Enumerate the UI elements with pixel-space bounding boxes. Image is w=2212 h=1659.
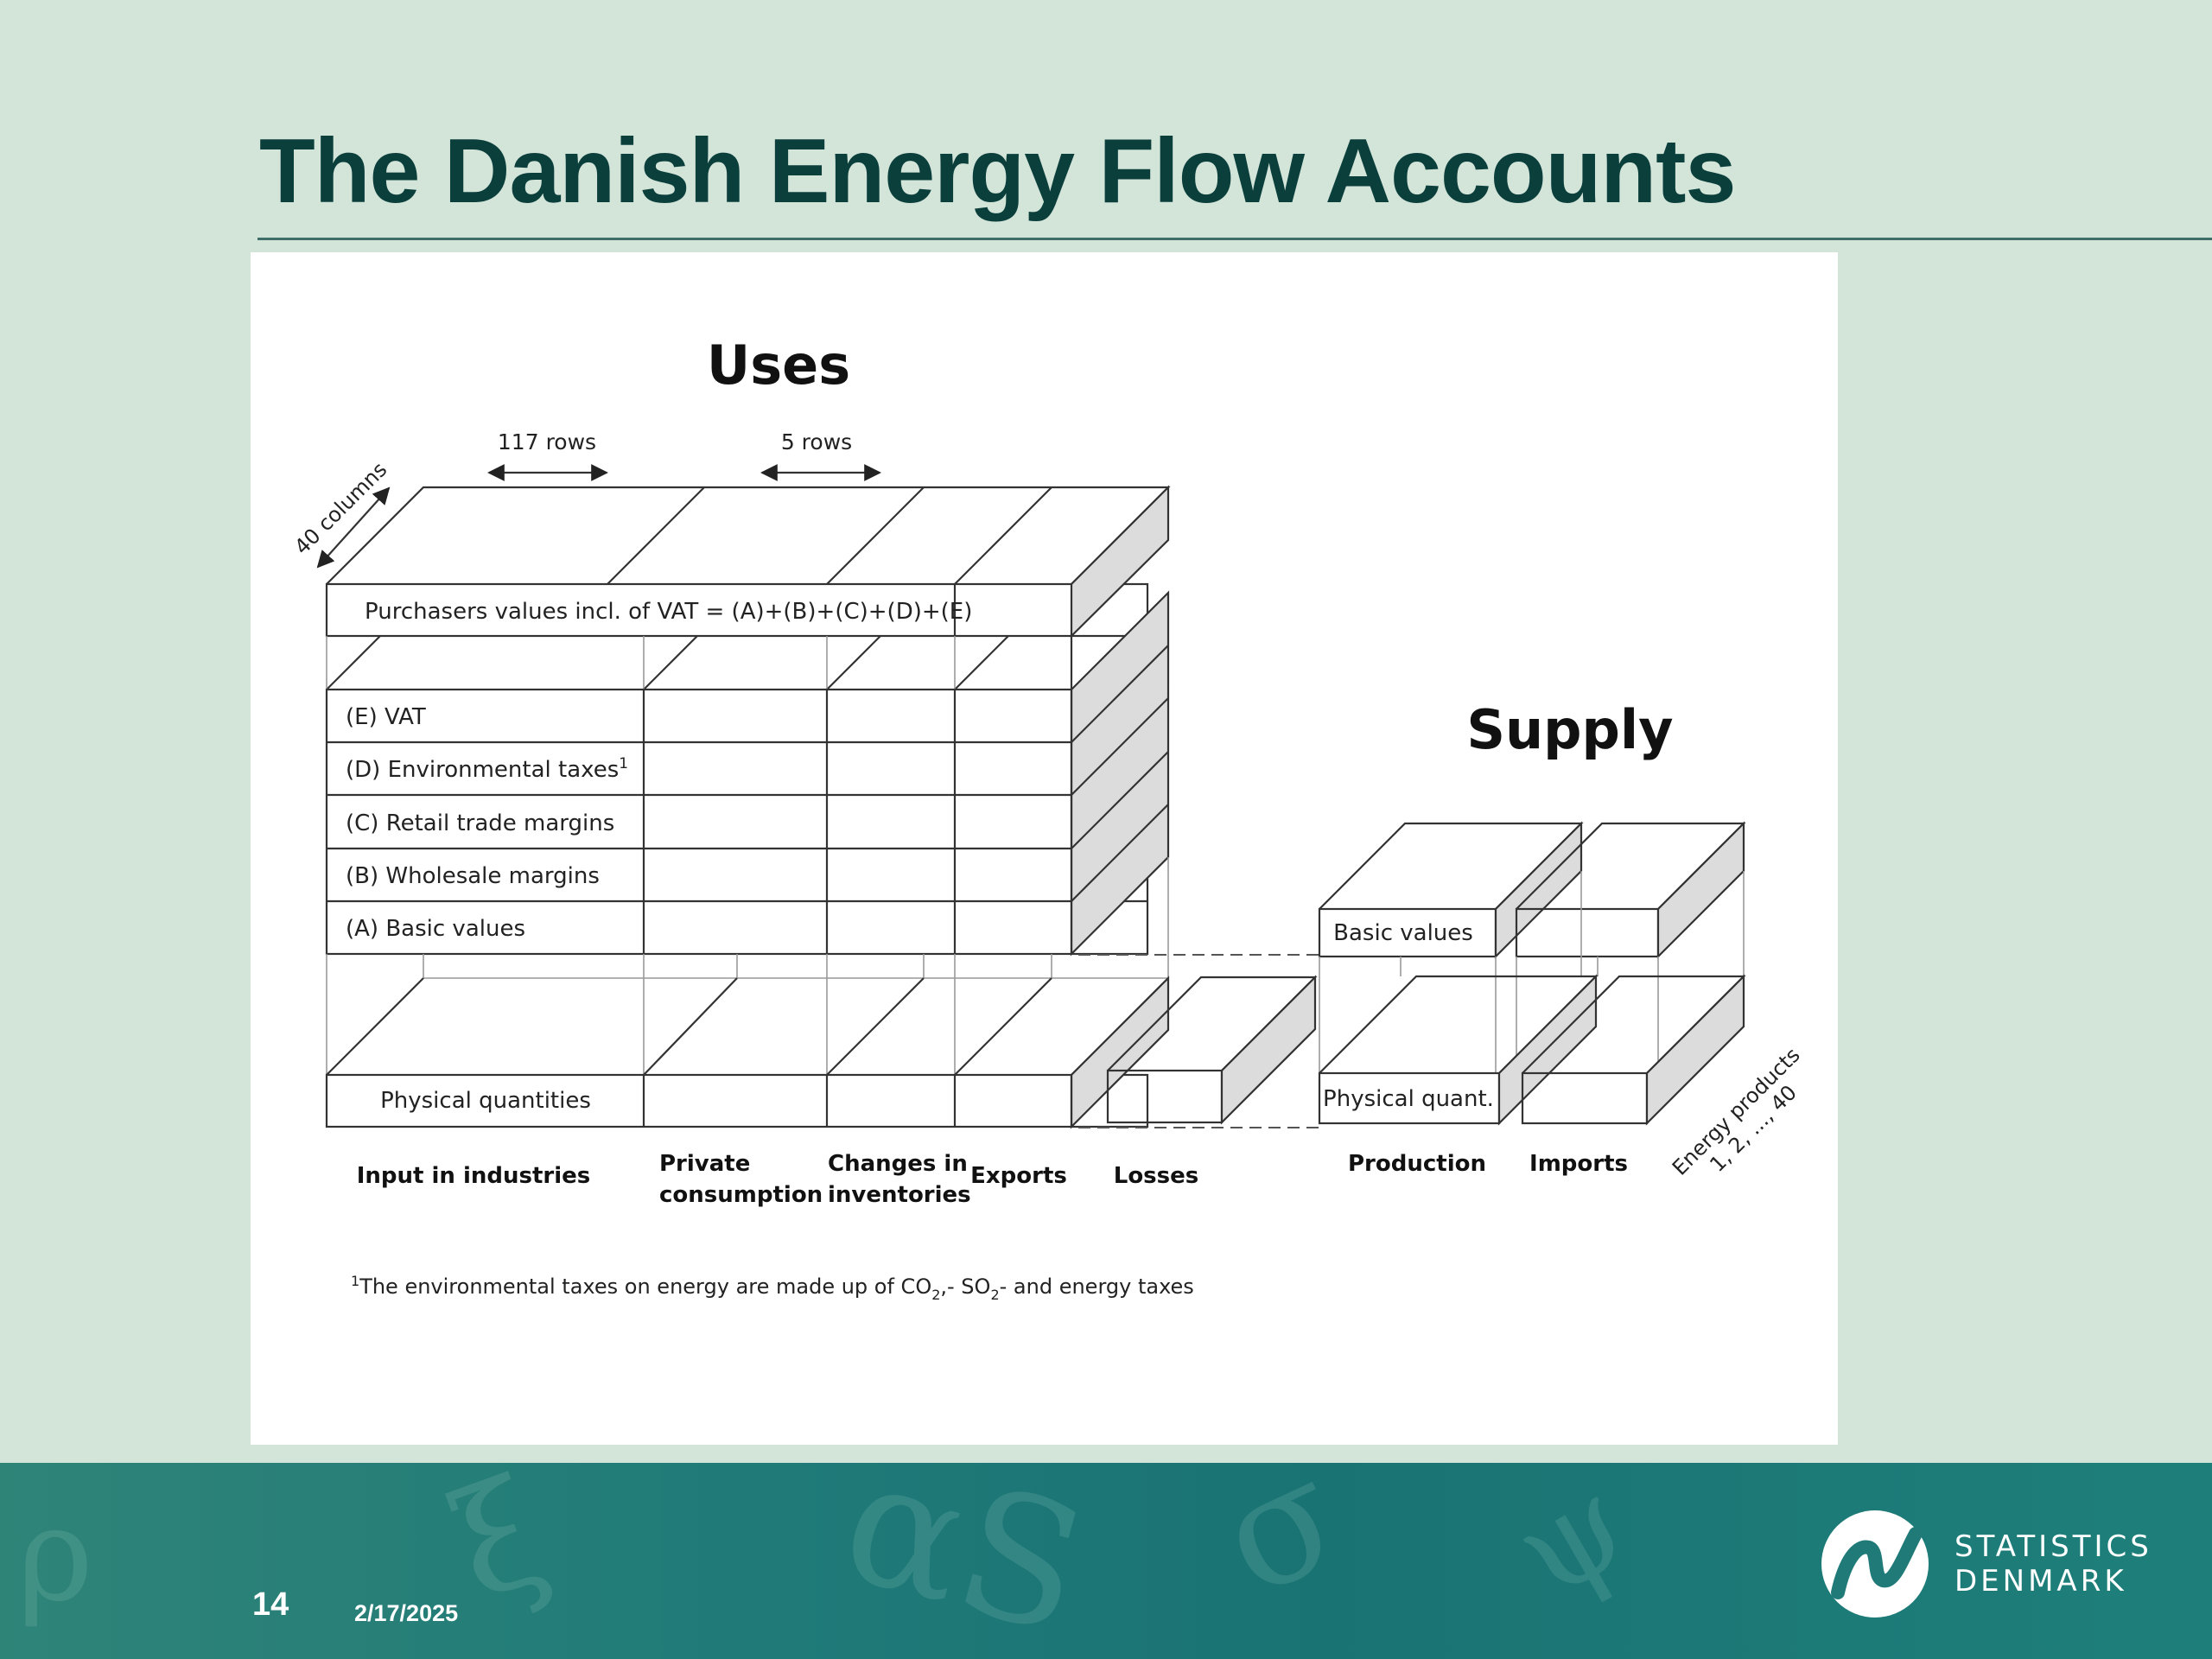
slide-date: 2/17/2025 <box>354 1600 459 1626</box>
slide-title: The Danish Energy Flow Accounts <box>259 120 1736 222</box>
brand-wordmark: STATISTICS DENMARK <box>1955 1529 2152 1599</box>
brand-line-2: DENMARK <box>1955 1564 2127 1599</box>
brand-line-1: STATISTICS <box>1955 1529 2152 1564</box>
losses-box <box>1106 975 1318 1125</box>
arrow-40-columns <box>316 486 391 569</box>
uses-heading: Uses <box>707 334 850 397</box>
dim-5-rows-label: 5 rows <box>781 429 852 454</box>
physical-quantities-label: Physical quantities <box>380 1088 591 1114</box>
footnote: 1The environmental taxes on energy are m… <box>351 1273 1194 1303</box>
col-label-exports: Exports <box>970 1163 1067 1189</box>
footer-decoration: ρ <box>17 1480 94 1630</box>
title-divider <box>257 238 2212 240</box>
supply-heading: Supply <box>1466 698 1673 761</box>
row-label-retail-margins: (C) Retail trade margins <box>346 810 614 836</box>
row-label-environmental-taxes: (D) Environmental taxes1 <box>346 755 628 783</box>
row-label-wholesale-margins: (B) Wholesale margins <box>346 863 600 889</box>
col-label-input-industries: Input in industries <box>357 1163 591 1189</box>
statistics-denmark-logo <box>1821 1510 1929 1618</box>
row-label-vat: (E) VAT <box>346 704 426 730</box>
supply-physical-quant-label: Physical quant. <box>1323 1086 1494 1112</box>
dim-117-rows-label: 117 rows <box>498 429 596 454</box>
col-label-production: Production <box>1348 1151 1486 1177</box>
footer-decoration: ψ <box>1490 1463 1654 1629</box>
supply-imports-physical-box <box>1521 974 1746 1126</box>
col-label-imports: Imports <box>1529 1151 1628 1177</box>
uses-top-face <box>326 486 1171 585</box>
dim-40-columns-label: 40 columns <box>289 457 391 559</box>
footer-decoration: σ <box>1193 1463 1367 1632</box>
purchasers-row-label: Purchasers values incl. of VAT = (A)+(B)… <box>365 599 972 625</box>
diagram-panel: Uses Supply 117 rows 5 rows 40 columns P… <box>251 252 1838 1445</box>
physical-quantities-row <box>325 1073 1149 1128</box>
col-label-losses: Losses <box>1114 1163 1199 1189</box>
page-number: 14 <box>252 1586 289 1623</box>
row-label-basic-values: (A) Basic values <box>346 916 525 942</box>
footer-decoration: αS <box>824 1463 1104 1659</box>
supply-basic-values-label: Basic values <box>1333 920 1473 946</box>
purchasers-row <box>325 582 1149 638</box>
energy-flow-diagram: Uses Supply 117 rows 5 rows 40 columns P… <box>289 334 1804 1303</box>
